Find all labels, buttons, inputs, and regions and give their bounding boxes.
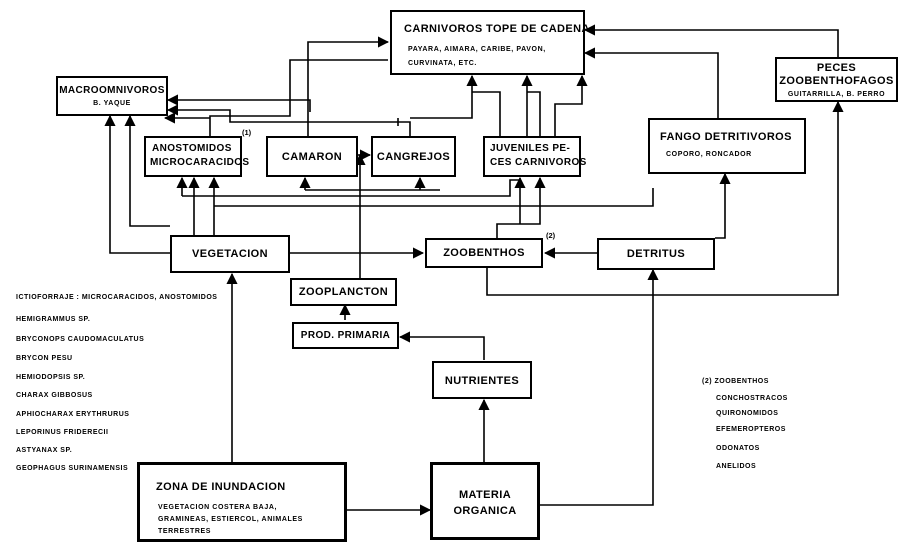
arrow-peces-carnivoros bbox=[583, 24, 839, 57]
zona-sub3: TERRESTRES bbox=[158, 528, 212, 535]
materia-title2: ORGANICA bbox=[453, 505, 517, 517]
juveniles-title1: JUVENILES PE- bbox=[490, 143, 571, 154]
list1-item: BRYCON PESU bbox=[16, 355, 73, 362]
node-cangrejos: CANGREJOS bbox=[371, 136, 456, 177]
node-zooplancton: ZOOPLANCTON bbox=[290, 278, 397, 306]
arrow-materia-detritus bbox=[540, 268, 659, 506]
fango-sub: COPORO, RONCADOR bbox=[666, 151, 752, 158]
carnivoros-sub2: CURVINATA, ETC. bbox=[408, 60, 477, 67]
vegetacion-title: VEGETACION bbox=[192, 248, 268, 260]
zona-sub1: VEGETACION COSTERA BAJA, bbox=[158, 504, 278, 511]
detritus-title: DETRITUS bbox=[626, 248, 686, 260]
nutrientes-title: NUTRIENTES bbox=[444, 375, 520, 387]
arrow-camaron-carnivoros bbox=[307, 36, 390, 136]
zooplancton-title: ZOOPLANCTON bbox=[298, 286, 389, 298]
node-nutrientes: NUTRIENTES bbox=[432, 361, 532, 399]
arrow-cangrejos-macro bbox=[166, 104, 411, 136]
list2-item: CONCHOSTRACOS bbox=[716, 395, 788, 402]
node-carnivoros: CARNIVOROS TOPE DE CADENA PAYARA, AIMARA… bbox=[390, 10, 589, 75]
list1-item: ASTYANAX SP. bbox=[16, 447, 73, 454]
list2-item: ANELIDOS bbox=[716, 463, 757, 470]
arrow-camaron-macro bbox=[166, 94, 311, 112]
list2-item: QUIRONOMIDOS bbox=[716, 410, 779, 417]
node-fango: FANGO DETRITIVOROS COPORO, RONCADOR bbox=[648, 118, 806, 174]
zona-title: ZONA DE INUNDACION bbox=[156, 481, 286, 493]
node-juveniles: JUVENILES PE- CES CARNIVOROS bbox=[483, 136, 586, 177]
list1-item: GEOPHAGUS SURINAMENSIS bbox=[16, 465, 129, 472]
node-detritus: DETRITUS bbox=[597, 238, 715, 270]
anostomidos-note: (1) bbox=[242, 128, 252, 137]
arrow-cangrejos-carnivoros bbox=[410, 74, 478, 119]
node-vegetacion: VEGETACION bbox=[170, 235, 290, 273]
node-peces-zoobenthofagos: PECES ZOOBENTHOFAGOS GUITARRILLA, B. PER… bbox=[775, 57, 898, 102]
zoobenthos-note: (2) bbox=[546, 231, 556, 240]
arrow-juveniles-carnivoros-3 bbox=[527, 91, 541, 136]
arrow-vegetacion-macro-2 bbox=[124, 114, 170, 227]
list2-item: ODONATOS bbox=[716, 445, 760, 452]
arrow-juveniles-carnivoros bbox=[472, 91, 501, 136]
juveniles-title2: CES CARNIVOROS bbox=[490, 157, 587, 168]
list1-item: HEMIGRAMMUS SP. bbox=[16, 316, 91, 323]
list2-item: EFEMEROPTEROS bbox=[716, 426, 786, 433]
macro-sub: B. YAQUE bbox=[93, 100, 131, 107]
zoobenthos-title: ZOOBENTHOS bbox=[443, 247, 525, 259]
arrow-nutrientes-prod bbox=[398, 331, 485, 360]
fango-title: FANGO DETRITIVOROS bbox=[660, 131, 792, 143]
arrow-fango-carnivoros bbox=[583, 47, 719, 118]
node-prod-primaria: PROD. PRIMARIA bbox=[292, 322, 399, 349]
peces-title1: PECES bbox=[816, 62, 857, 74]
node-macroomnivoros: MACROOMNIVOROS B. YAQUE bbox=[56, 76, 168, 116]
camaron-title: CAMARON bbox=[281, 151, 343, 163]
node-zona-inundacion: ZONA DE INUNDACION VEGETACION COSTERA BA… bbox=[137, 462, 347, 542]
cangrejos-title: CANGREJOS bbox=[376, 151, 451, 163]
peces-sub: GUITARRILLA, B. PERRO bbox=[787, 91, 886, 98]
zona-sub2: GRAMINEAS, ESTIERCOL, ANIMALES bbox=[158, 516, 303, 523]
list2-title: (2) ZOOBENTHOS bbox=[702, 378, 769, 385]
node-camaron: CAMARON bbox=[266, 136, 358, 177]
node-materia-organica: MATERIA ORGANICA bbox=[430, 462, 540, 540]
arrow-vegetacion-macro bbox=[104, 114, 170, 254]
arrow-detritus-fango bbox=[715, 172, 731, 239]
node-zoobenthos: ZOOBENTHOS bbox=[425, 238, 543, 268]
macro-title: MACROOMNIVOROS bbox=[59, 85, 165, 96]
anostomidos-title1: ANOSTOMIDOS bbox=[152, 143, 232, 154]
prod-title: PROD. PRIMARIA bbox=[300, 330, 391, 341]
carnivoros-sub1: PAYARA, AIMARA, CARIBE, PAVON, bbox=[408, 46, 546, 53]
list1-item: BRYCONOPS CAUDOMACULATUS bbox=[16, 336, 145, 343]
arrow-zoobenthos-peces bbox=[486, 100, 844, 296]
arrow-zoobenthos-anostomidos bbox=[182, 179, 520, 197]
list1-item: ICTIOFORRAJE : MICROCARACIDOS, ANOSTOMID… bbox=[16, 294, 218, 301]
node-anostomidos: ANOSTOMIDOS MICROCARACIDOS bbox=[144, 136, 249, 177]
arrow-anostomidos-carnivoros bbox=[209, 59, 388, 136]
list1-item: CHARAX GIBBOSUS bbox=[16, 392, 93, 399]
materia-title1: MATERIA bbox=[458, 489, 512, 501]
carnivoros-title: CARNIVOROS TOPE DE CADENA bbox=[404, 23, 590, 35]
arrow-zoobenthos-juveniles bbox=[496, 176, 546, 238]
arrow-juveniles-carnivoros-4 bbox=[554, 74, 588, 136]
list1-item: HEMIODOPSIS SP. bbox=[16, 374, 86, 381]
anostomidos-title2: MICROCARACIDOS bbox=[150, 157, 250, 168]
list1-item: LEPORINUS FRIDERECII bbox=[16, 429, 109, 436]
list1-item: APHIOCHARAX ERYTHRURUS bbox=[16, 411, 130, 418]
peces-title2: ZOOBENTHOFAGOS bbox=[779, 75, 894, 87]
